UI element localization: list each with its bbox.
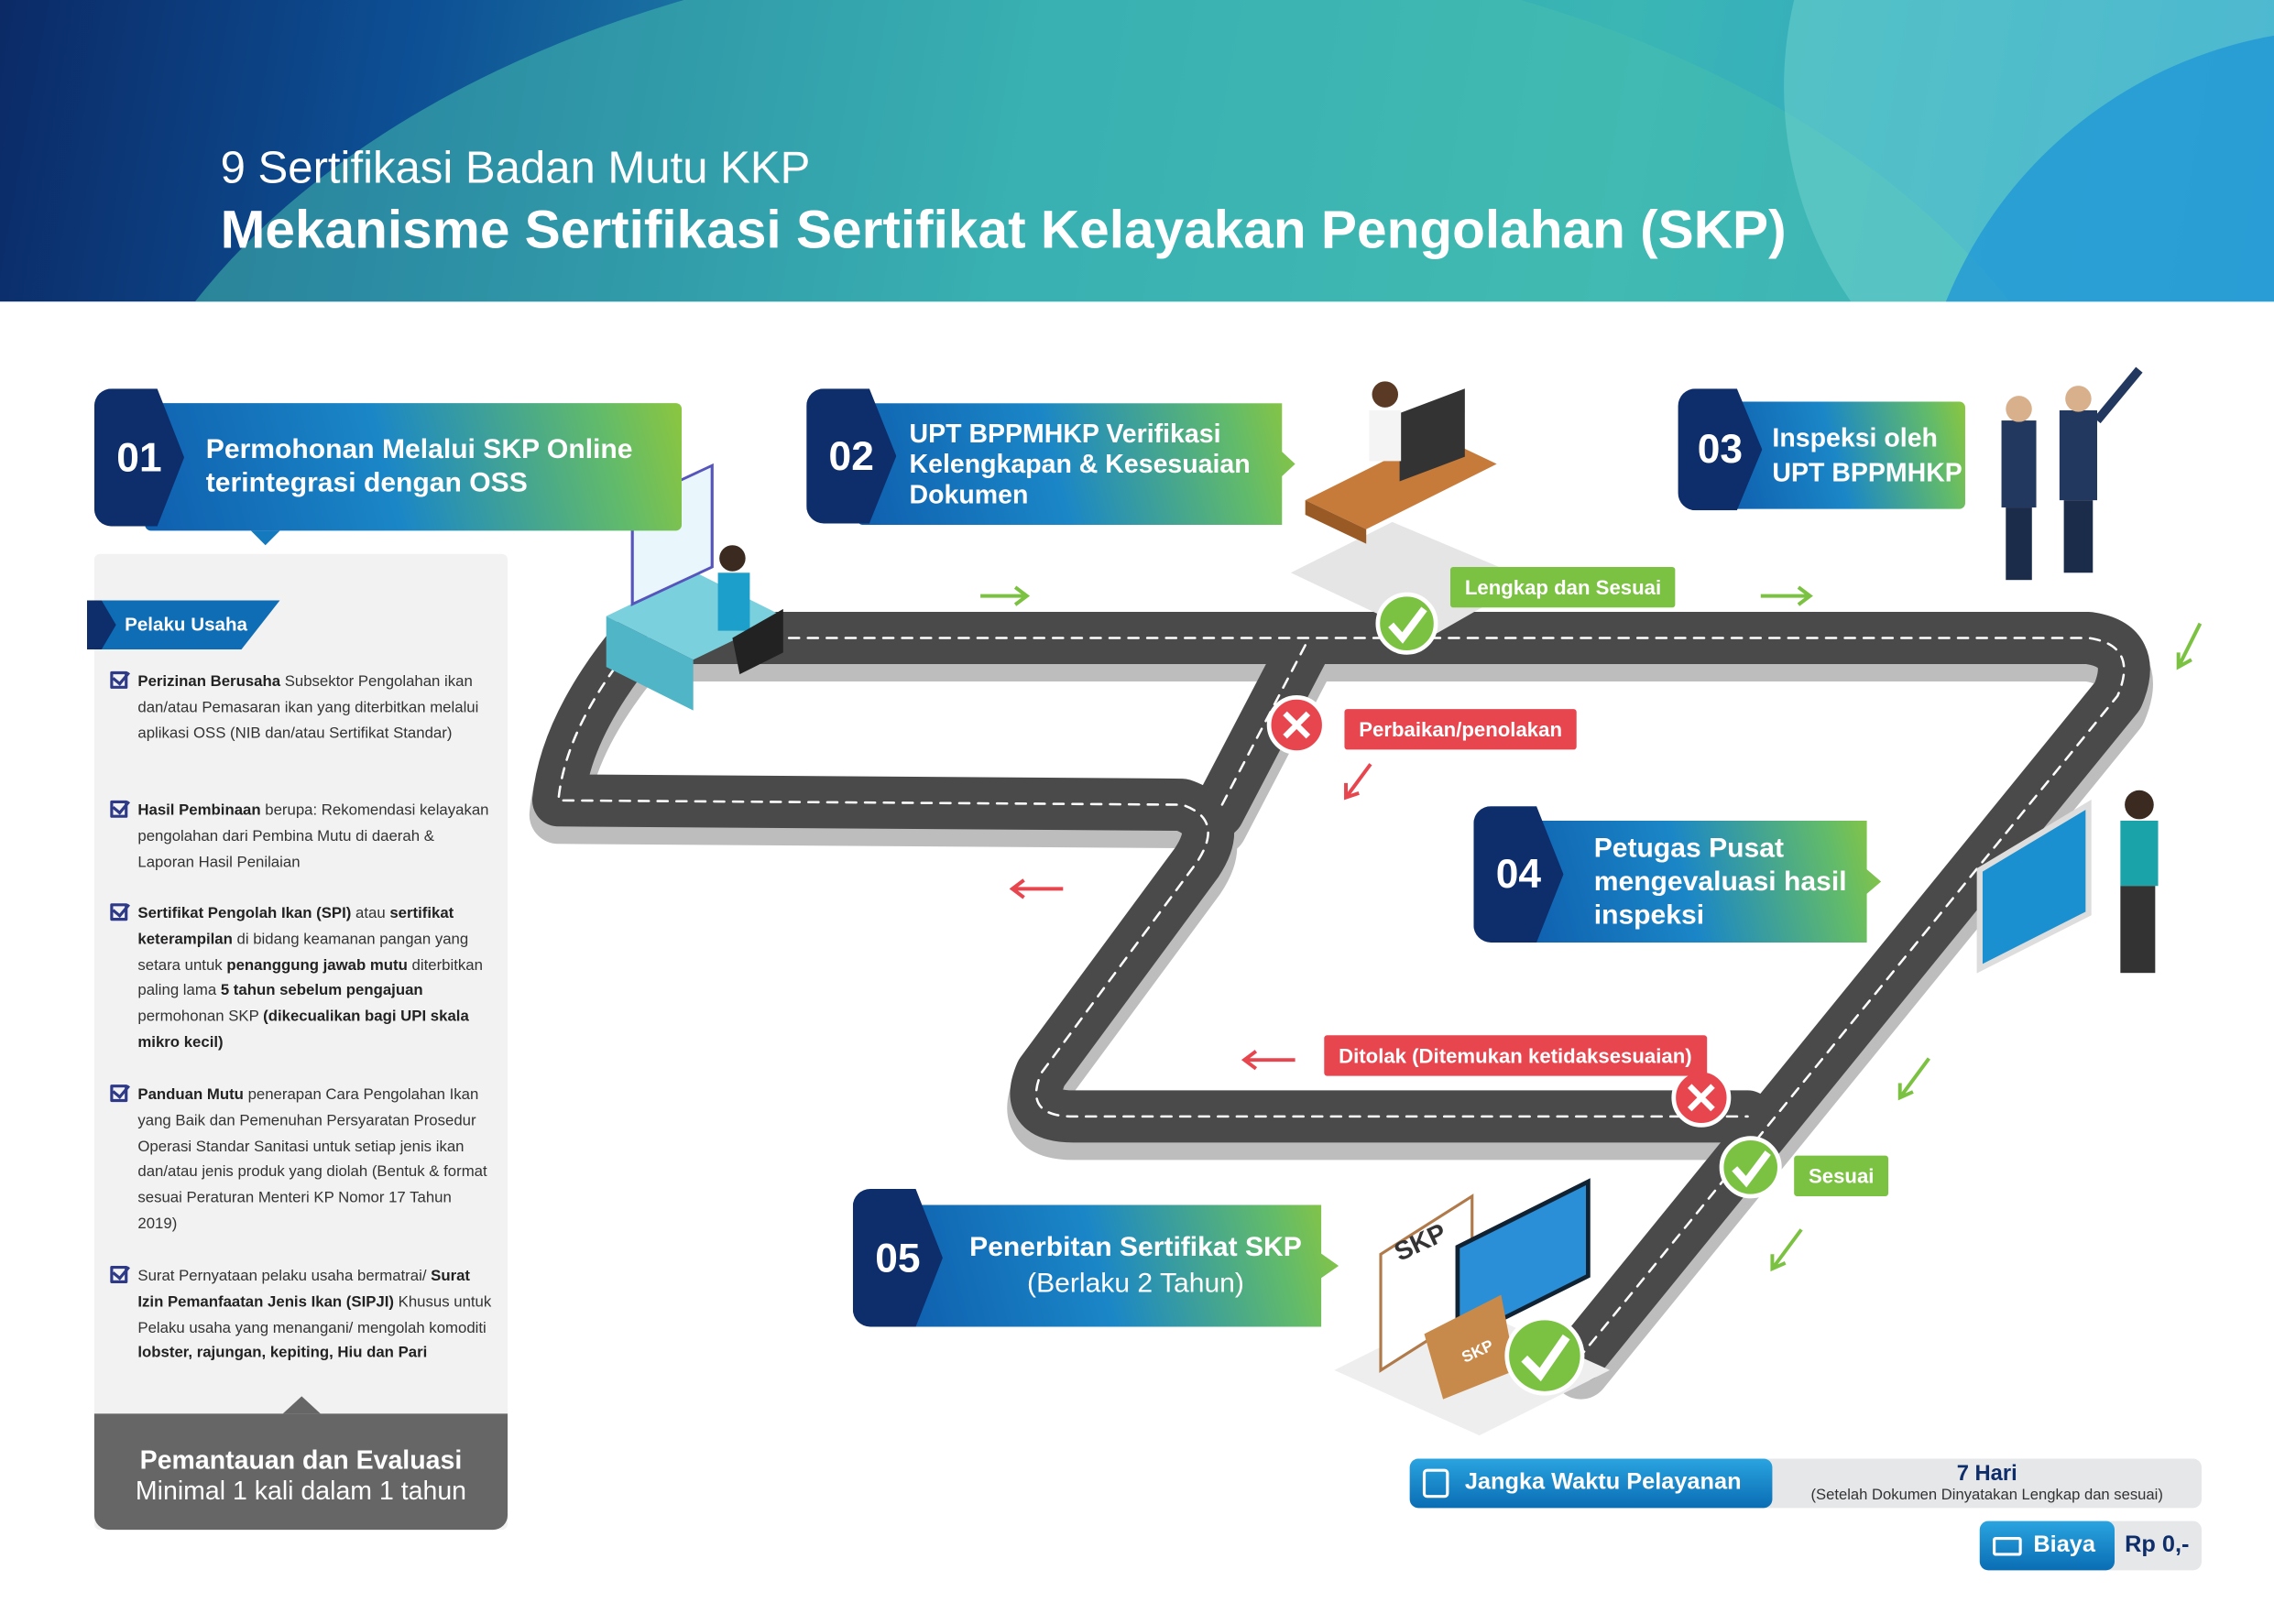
requirement-text: sertifikat keterampilan bbox=[137, 904, 454, 948]
step-01: Permohonan Melalui SKP Online terintegra… bbox=[93, 388, 683, 546]
presenter-illustration bbox=[1976, 790, 2159, 974]
requirement-item: Surat Pernyataan pelaku usaha bermatrai/… bbox=[110, 1264, 494, 1368]
requirement-item: Perizinan Berusaha Subsektor Pengolahan … bbox=[110, 670, 494, 747]
monitoring-frequency: Minimal 1 kali dalam 1 tahun bbox=[135, 1476, 467, 1506]
panel-title: Pelaku Usaha bbox=[86, 600, 280, 650]
step-05: Penerbitan Sertifikat SKP (Berlaku 2 Tah… bbox=[852, 1189, 1353, 1328]
reject-x-icon bbox=[1266, 695, 1732, 1128]
page-subtitle: 9 Sertifikasi Badan Mutu KKP bbox=[220, 142, 811, 193]
requirement-text: (dikecualikan bagi UPI skala mikro kecil… bbox=[137, 1008, 469, 1052]
step-label: Penerbitan Sertifikat SKP bbox=[969, 1232, 1302, 1263]
checkbox-checked-icon bbox=[110, 1084, 128, 1103]
monitoring-box: Pemantauan dan Evaluasi Minimal 1 kali d… bbox=[93, 1396, 508, 1531]
requirement-text: di bidang keamanan pangan yang setara un… bbox=[137, 930, 469, 975]
page-title: Mekanisme Sertifikasi Sertifikat Kelayak… bbox=[220, 200, 1787, 260]
step-03: Inspeksi oleh UPT BPPMHKP 03 bbox=[1678, 388, 1969, 512]
checkbox-checked-icon bbox=[110, 903, 128, 921]
requirement-text: Perizinan Berusaha bbox=[137, 672, 281, 691]
cost-text: Biaya bbox=[2033, 1532, 2095, 1558]
step-label: Petugas Pusat bbox=[1593, 833, 1784, 864]
checkbox-checked-icon bbox=[110, 800, 128, 818]
cost-label: Biaya bbox=[1979, 1520, 2115, 1571]
service-time-note: (Setelah Dokumen Dinyatakan Lengkap dan … bbox=[1810, 1486, 2163, 1504]
requirement-text: Surat Izin Pemanfaatan Jenis Ikan (SIPJI… bbox=[137, 1267, 471, 1311]
step-label: (Berlaku 2 Tahun) bbox=[1027, 1269, 1244, 1300]
requirement-text: 5 tahun sebelum pengajuan bbox=[220, 982, 423, 1000]
service-time-label: Jangka Waktu Pelayanan bbox=[1409, 1458, 1773, 1509]
label-rejected: Ditolak (Ditemukan ketidaksesuaian) bbox=[1324, 1035, 1707, 1076]
step-label: inspeksi bbox=[1593, 899, 1705, 931]
header-banner: 9 Sertifikasi Badan Mutu KKP Mekanisme S… bbox=[0, 0, 2274, 302]
requirement-text: diterbitkan paling lama bbox=[137, 956, 483, 1000]
step-02: UPT BPPMHKP Verifikasi Kelengkapan & Kes… bbox=[806, 388, 1306, 526]
monitoring-title: Pemantauan dan Evaluasi bbox=[139, 1445, 463, 1475]
flow-arrows-green bbox=[980, 585, 2203, 1272]
requirement-text: Subsektor Pengolahan ikan dan/atau Pemas… bbox=[137, 672, 479, 742]
requirement-item: Sertifikat Pengolah Ikan (SPI) atau sert… bbox=[110, 902, 494, 1057]
service-time-text: Jangka Waktu Pelayanan bbox=[1464, 1470, 1742, 1496]
requirement-text: atau bbox=[351, 904, 390, 922]
requirement-text: penerapan Cara Pengolahan Ikan yang Baik… bbox=[137, 1085, 487, 1233]
check-icon bbox=[1375, 592, 1782, 1396]
checkbox-checked-icon bbox=[110, 670, 128, 689]
calendar-clock-icon bbox=[1422, 1468, 1449, 1499]
requirement-text: Hasil Pembinaan bbox=[137, 801, 261, 820]
requirement-text: Sertifikat Pengolah Ikan (SPI) bbox=[137, 904, 352, 922]
step-label: Dokumen bbox=[909, 479, 1029, 508]
checkbox-checked-icon bbox=[110, 1265, 128, 1283]
step-label: UPT BPPMHKP Verifikasi bbox=[909, 418, 1221, 448]
requirement-text: berupa: Rekomendasi kelayakan pengolahan… bbox=[137, 801, 489, 871]
money-icon bbox=[1993, 1536, 2022, 1556]
step-label: Kelengkapan & Kesesuaian bbox=[909, 448, 1251, 478]
requirement-item: Hasil Pembinaan berupa: Rekomendasi kela… bbox=[110, 799, 494, 877]
officer-desk-illustration bbox=[1290, 381, 1531, 638]
step-label: terintegrasi dengan OSS bbox=[205, 468, 528, 499]
step-label: UPT BPPMHKP bbox=[1772, 458, 1962, 487]
cost-value: Rp 0,- bbox=[2125, 1532, 2190, 1558]
requirement-text: Khusus untuk Pelaku usaha yang menangani… bbox=[137, 1292, 492, 1336]
step-label: Permohonan Melalui SKP Online bbox=[205, 434, 633, 466]
label-revision: Perbaikan/penolakan bbox=[1344, 709, 1577, 750]
requirement-text: Panduan Mutu bbox=[137, 1085, 244, 1104]
inspectors-illustration bbox=[2001, 366, 2143, 581]
label-pass: Sesuai bbox=[1794, 1155, 1889, 1196]
service-time-value: 7 Hari bbox=[1956, 1461, 2017, 1487]
requirement-item: Panduan Mutu penerapan Cara Pengolahan I… bbox=[110, 1084, 494, 1238]
label-complete: Lengkap dan Sesuai bbox=[1450, 566, 1676, 608]
flow-arrows-red bbox=[1009, 763, 1372, 1071]
requirement-text: penanggung jawab mutu bbox=[226, 956, 408, 975]
step-04: Petugas Pusat mengevaluasi hasil inspeks… bbox=[1473, 806, 1894, 943]
step-label: mengevaluasi hasil bbox=[1593, 866, 1847, 898]
certificate-illustration: SKP SKP bbox=[1334, 1178, 1611, 1436]
requirements-panel bbox=[93, 553, 508, 1531]
requirement-text: lobster, rajungan, kepiting, Hiu dan Par… bbox=[137, 1345, 428, 1363]
step-label: Inspeksi oleh bbox=[1772, 423, 1938, 452]
requirement-text: Surat Pernyataan pelaku usaha bermatrai/ bbox=[137, 1267, 432, 1285]
requirement-text: permohonan SKP bbox=[137, 1008, 264, 1026]
